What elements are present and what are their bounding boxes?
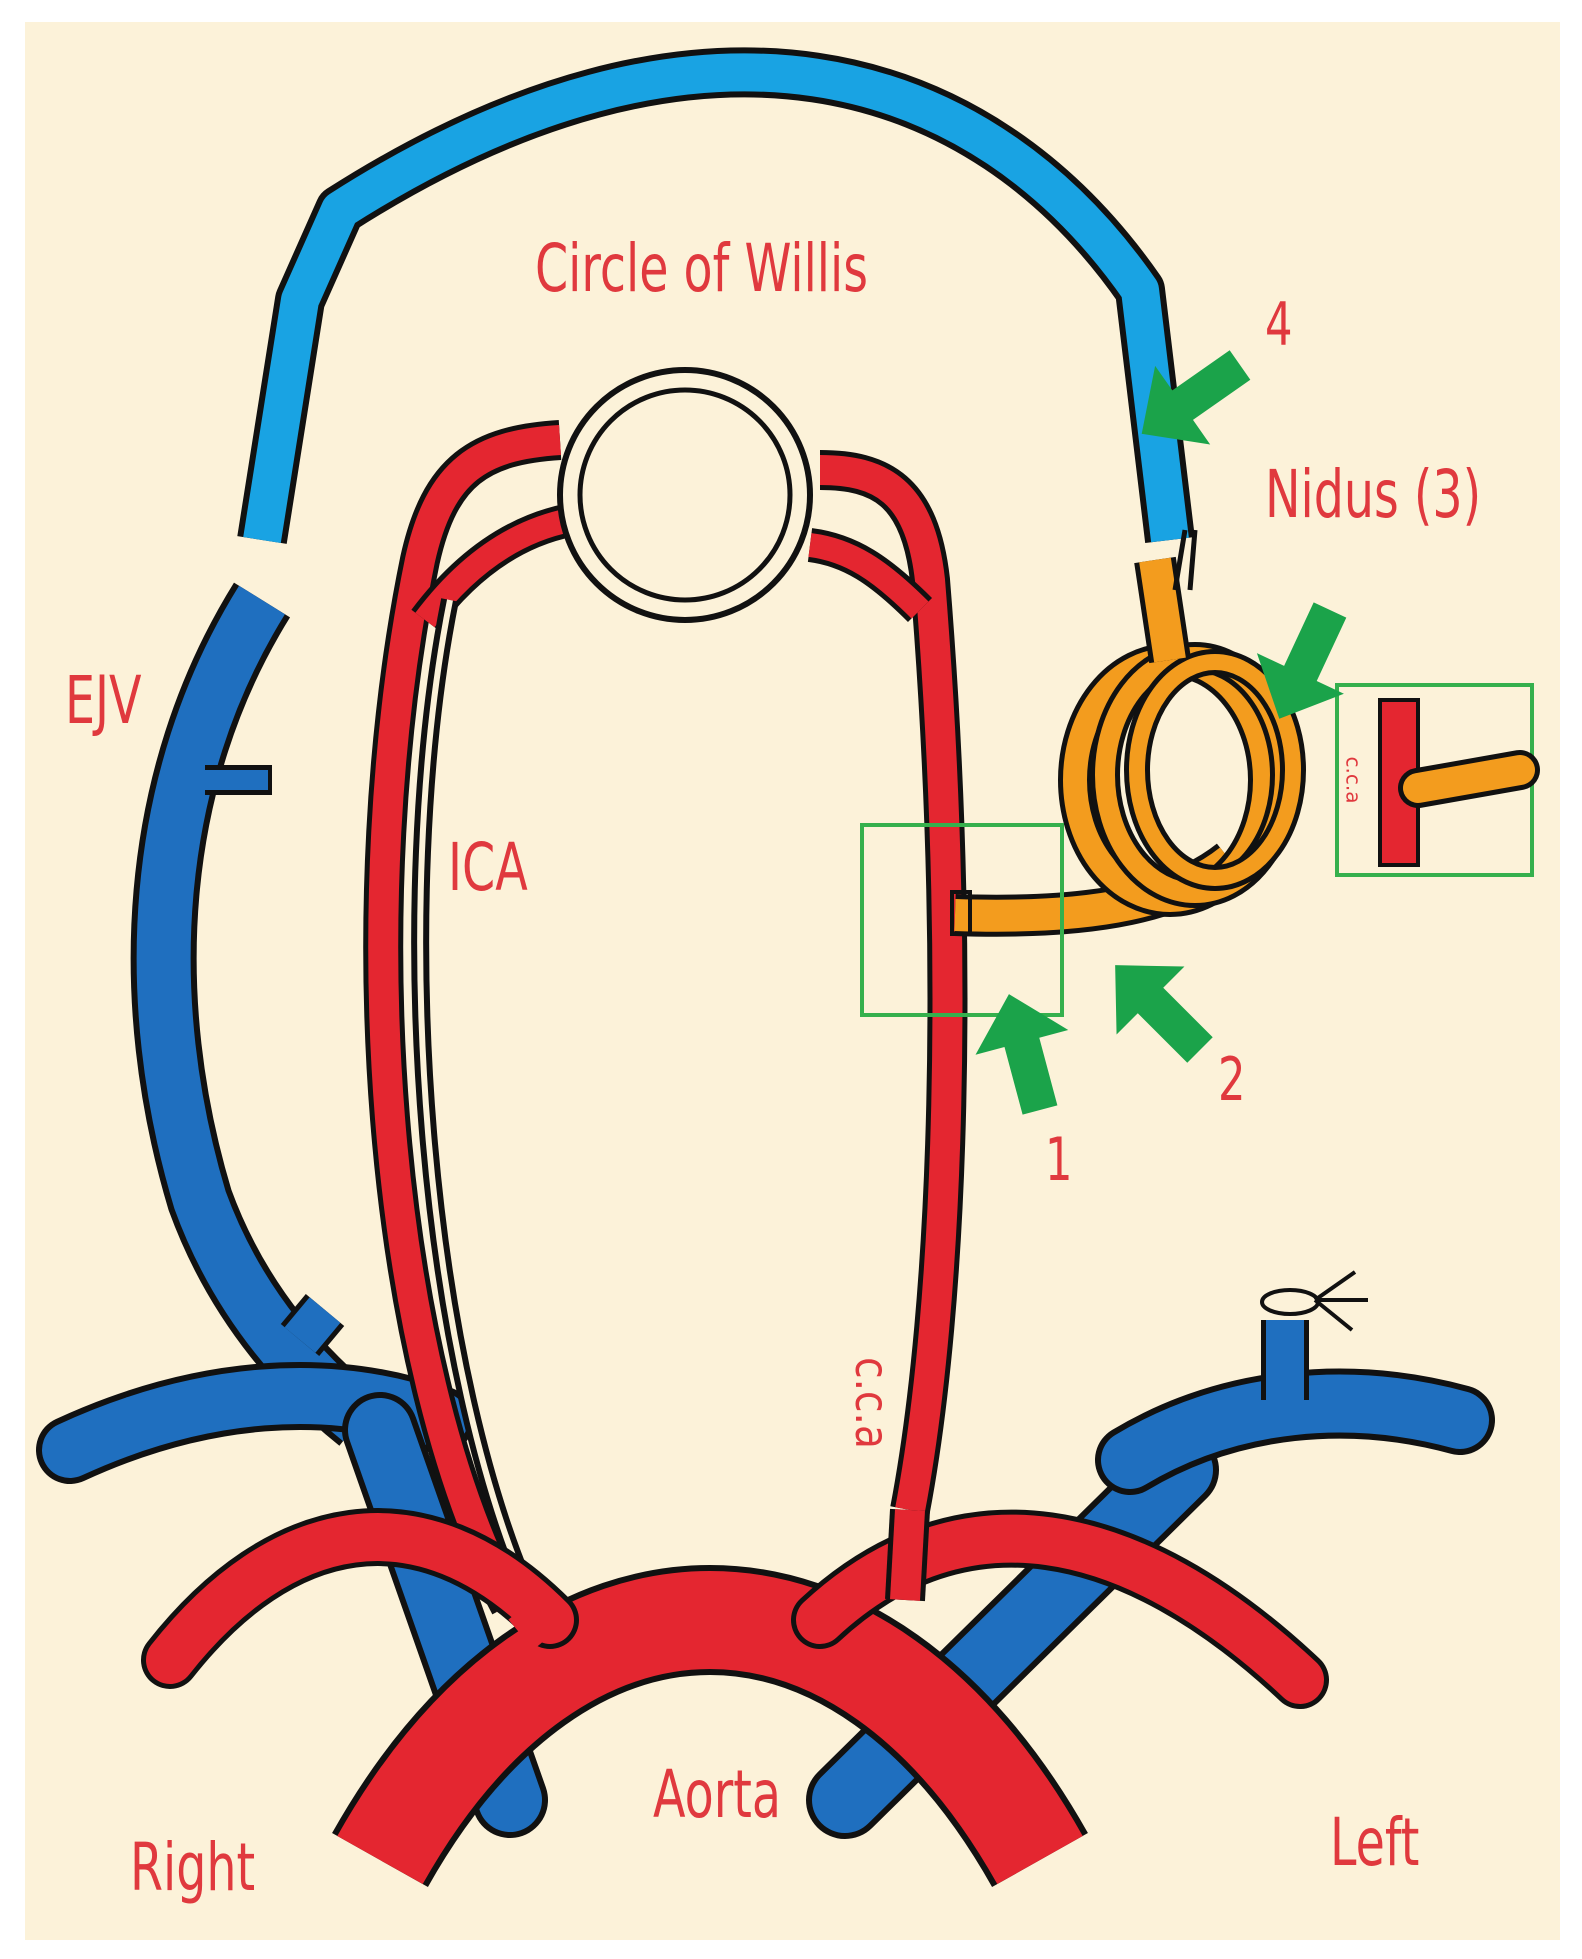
label-cca-inset: c.c.a (1341, 756, 1366, 804)
label-ica: ICA (448, 829, 528, 906)
avm-nidus (950, 529, 1306, 937)
label-left: Left (1330, 1804, 1420, 1881)
label-nidus: Nidus (3) (1265, 456, 1482, 533)
inset-ligation (1335, 683, 1540, 877)
label-marker-2: 2 (1218, 1045, 1246, 1115)
label-marker-1: 1 (1045, 1125, 1073, 1195)
arrow-4 (1141, 350, 1251, 445)
label-circle-of-willis: Circle of Willis (535, 230, 868, 307)
label-aorta: Aorta (653, 1756, 782, 1833)
inset-frame-cca (860, 823, 1064, 1017)
arterial-system (141, 420, 1329, 1888)
arrow-2 (1115, 965, 1213, 1063)
label-cca: c.c.a (845, 1357, 900, 1449)
label-right: Right (130, 1829, 256, 1906)
label-ejv: EJV (65, 662, 142, 739)
circle-of-willis (557, 367, 813, 623)
arrow-1 (975, 994, 1069, 1115)
arrow-3 (1256, 602, 1347, 719)
label-marker-4: 4 (1265, 290, 1293, 360)
